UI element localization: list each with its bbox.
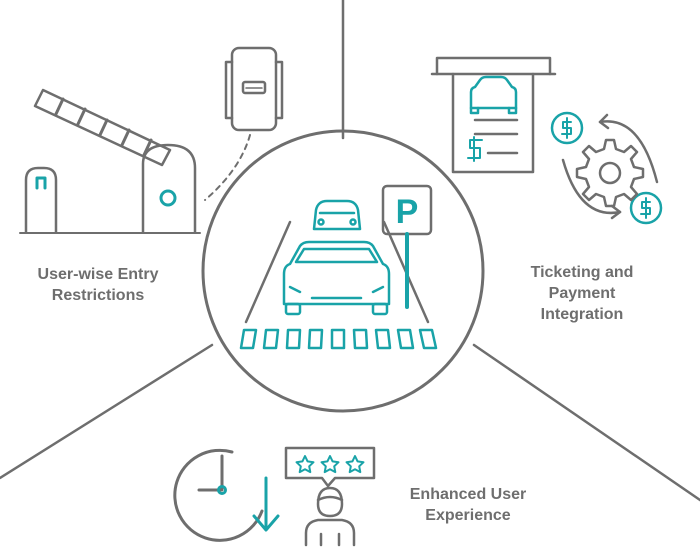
enhanced-experience-line-1: Enhanced User [409,486,527,503]
entry-restrictions-label: User-wise Entry Restrictions [18,264,178,306]
parking-sign-icon: P [381,184,433,309]
payment-cycle-icon [550,111,663,225]
ticketing-payment-label: Ticketing and Payment Integration [502,262,662,325]
review-stars-icon [284,446,376,488]
card-reader-icon [204,46,284,201]
ticketing-payment-line-2: Payment [548,285,616,302]
entry-restrictions-line-1: User-wise Entry [37,266,159,283]
divider-lines [0,0,700,502]
enhanced-experience-line-2: Experience [425,507,511,524]
entry-restrictions-line-2: Restrictions [51,287,145,304]
center-circle [201,129,485,413]
user-icon [304,486,356,547]
parking-ticket-icon [430,56,557,174]
parking-sign-letter: P [396,193,419,231]
boom-barrier-icon [19,88,201,234]
ticketing-payment-line-1: Ticketing and [530,264,634,281]
enhanced-experience-label: Enhanced User Experience [388,484,548,526]
parking-lot-cars-icon [239,199,438,350]
crosswalk-stripes [239,328,438,350]
ticketing-payment-line-3: Integration [540,306,624,323]
clock-icon [173,448,280,542]
